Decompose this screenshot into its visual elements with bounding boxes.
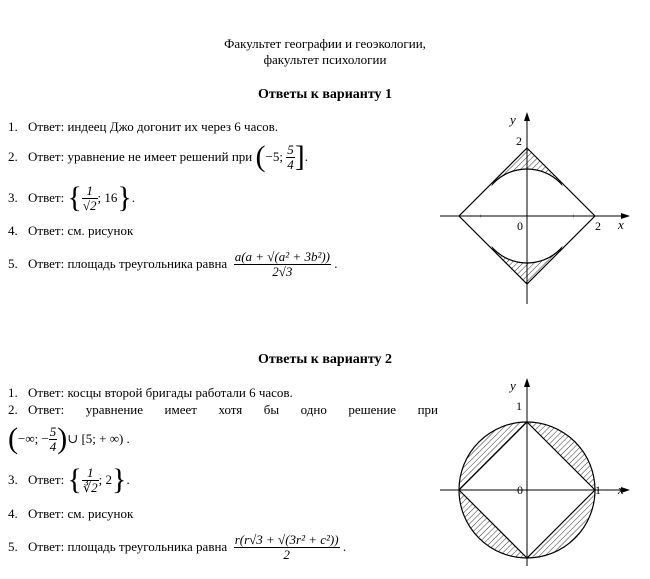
answer-number: 1.	[8, 119, 18, 134]
answer-text: Ответ:	[28, 190, 65, 205]
faculty-line-2: факультет психологии	[263, 52, 387, 67]
fraction: 1√2	[81, 182, 98, 213]
answer-number: 5.	[8, 256, 18, 271]
answer-text: Ответ: площадь треугольника равна	[28, 539, 228, 554]
right-bracket: ]	[294, 140, 305, 173]
answer-text: Ответ: уравнение имеет хотя бы одно реше…	[28, 402, 438, 417]
answer-text: Ответ: см. рисунок	[28, 223, 134, 238]
x-axis-label: x	[617, 482, 624, 497]
v1-answer-3: 3.Ответ: {1√2; 16}.	[8, 181, 136, 214]
fraction: a(a + √(a² + 3b²))2√3	[233, 248, 331, 279]
faculty-line-1: Факультет географии и геоэкологии,	[224, 36, 426, 51]
v1-answer-2: 2.Ответ: уравнение не имеет решений при …	[8, 140, 308, 173]
interval-left: −∞; −	[18, 431, 49, 446]
variant-2-title: Ответы к варианту 2	[257, 352, 393, 367]
v2-answer-1: 1. Ответ: косцы второй бригады работали 6…	[8, 385, 293, 401]
interval-left: −5;	[265, 149, 283, 164]
answer-number: 3.	[8, 190, 18, 205]
fraction: r(r√3 + √(3r² + c²))2	[233, 531, 340, 562]
v1-answer-4: 4. Ответ: см. рисунок	[8, 223, 133, 239]
answer-text: Ответ: уравнение не имеет решений при	[28, 149, 253, 164]
answer-text: Ответ: см. рисунок	[28, 506, 134, 521]
answer-number: 2.	[8, 402, 18, 417]
v1-answer-1: 1. Ответ: индеец Джо догонит их через 6 ч…	[8, 119, 278, 135]
figure-variant-2: y x 0 1 1	[440, 378, 630, 566]
answer-text: Ответ: косцы второй бригады работали 6 ч…	[28, 385, 293, 400]
y-axis-label: y	[508, 112, 516, 127]
left-paren: (	[255, 140, 266, 173]
answer-number: 4.	[8, 506, 18, 521]
v2-answer-2: 2. Ответ: уравнение имеет хотя бы одно р…	[8, 402, 438, 418]
answer-number: 5.	[8, 539, 18, 554]
origin-label: 0	[517, 483, 523, 497]
v2-answer-5: 5. Ответ: площадь треугольника равна r(r√…	[8, 531, 347, 562]
answer-number: 4.	[8, 223, 18, 238]
x-axis-label: x	[617, 217, 624, 232]
x-tick-label: 2	[595, 219, 601, 233]
v2-answer-3: 3.Ответ: {1∛2; 2}.	[8, 463, 130, 496]
set-tail: ; 2	[98, 472, 113, 487]
x-tick-label: 1	[595, 483, 601, 497]
answer-number: 3.	[8, 472, 18, 487]
set-tail: ; 16	[97, 190, 118, 205]
figure-variant-1: y x 0 2 2	[440, 112, 630, 304]
interval-tail: ∪ [5; + ∞) .	[67, 431, 130, 446]
answer-number: 2.	[8, 149, 18, 164]
fraction: 1∛2	[81, 464, 99, 495]
answer-text: Ответ:	[28, 472, 65, 487]
v2-answer-4: 4. Ответ: см. рисунок	[8, 506, 133, 522]
y-axis-label: y	[508, 378, 516, 393]
answer-text: Ответ: площадь треугольника равна	[28, 256, 228, 271]
v1-answer-5: 5. Ответ: площадь треугольника равна a(a …	[8, 248, 338, 279]
answer-text: Ответ: индеец Джо догонит их через 6 час…	[28, 119, 279, 134]
answer-number: 1.	[8, 385, 18, 400]
variant-1-title: Ответы к варианту 1	[257, 87, 393, 102]
y-tick-label: 2	[516, 134, 522, 148]
origin-label: 0	[517, 219, 523, 233]
y-tick-label: 1	[516, 399, 522, 413]
